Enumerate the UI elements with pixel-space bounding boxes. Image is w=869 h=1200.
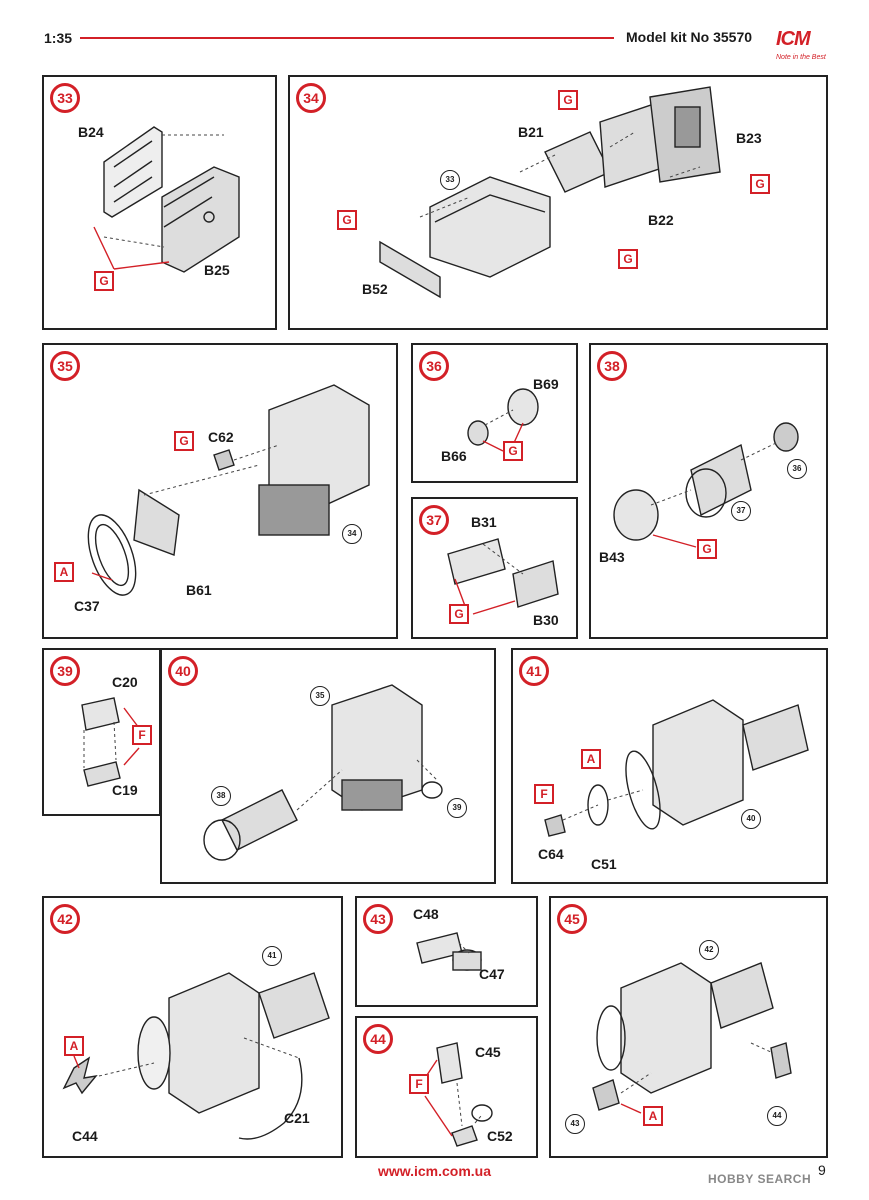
step-36-drawing xyxy=(467,388,539,452)
part-c48: C48 xyxy=(413,906,439,922)
step-33-number: 33 xyxy=(50,83,80,113)
step-41-number: 41 xyxy=(519,656,549,686)
part-b52: B52 xyxy=(362,281,388,297)
part-c45: C45 xyxy=(475,1044,501,1060)
step-43-panel: 43 C48 C47 xyxy=(355,896,538,1007)
page-number: 9 xyxy=(818,1162,826,1178)
glue-tag-a: A xyxy=(54,562,74,582)
step-40-number: 40 xyxy=(168,656,198,686)
ref-step-33: 33 xyxy=(440,170,460,190)
part-c20: C20 xyxy=(112,674,138,690)
step-42-number: 42 xyxy=(50,904,80,934)
step-43-drawing xyxy=(416,932,482,971)
step-45-drawing xyxy=(592,962,792,1114)
step-36-number: 36 xyxy=(419,351,449,381)
glue-tag-g: G xyxy=(503,441,523,461)
ref-step-37: 37 xyxy=(731,501,751,521)
step-34-drawing xyxy=(379,86,721,299)
logo-tagline: Note in the Best xyxy=(776,54,826,61)
step-39-panel: 39 C20 C19 F xyxy=(42,648,161,816)
header-rule xyxy=(80,37,614,39)
glue-tag-g-4: G xyxy=(337,210,357,230)
step-38-drawing xyxy=(613,422,799,548)
step-34-number: 34 xyxy=(296,83,326,113)
step-33-drawing xyxy=(93,126,240,273)
step-40-drawing xyxy=(203,684,443,861)
part-c64: C64 xyxy=(538,846,564,862)
ref-step-34: 34 xyxy=(342,524,362,544)
ref-step-41: 41 xyxy=(262,946,282,966)
part-b31: B31 xyxy=(471,514,497,530)
scale-label: 1:35 xyxy=(44,30,73,46)
part-b21: B21 xyxy=(518,124,544,140)
glue-tag-g-2: G xyxy=(750,174,770,194)
step-42-panel: 42 41 A C44 C21 xyxy=(42,896,343,1158)
ref-step-44: 44 xyxy=(767,1106,787,1126)
ref-step-38: 38 xyxy=(211,786,231,806)
step-43-number: 43 xyxy=(363,904,393,934)
glue-tag-g: G xyxy=(174,431,194,451)
ref-step-43: 43 xyxy=(565,1114,585,1134)
part-b22: B22 xyxy=(648,212,674,228)
step-35-panel: 35 C62 B61 C37 G A 34 xyxy=(42,343,398,639)
step-33-panel: 33 B24 B25 G xyxy=(42,75,277,330)
step-38-panel: 38 36 37 B43 G xyxy=(589,343,828,639)
ref-step-36: 36 xyxy=(787,459,807,479)
part-c51: C51 xyxy=(591,856,617,872)
glue-tag-f: F xyxy=(409,1074,429,1094)
step-41-panel: 41 A F C64 C51 40 xyxy=(511,648,828,884)
step-44-panel: 44 C45 C52 F xyxy=(355,1016,538,1158)
step-37-panel: 37 B31 B30 G xyxy=(411,497,578,639)
step-37-number: 37 xyxy=(419,505,449,535)
step-34-panel: 34 33 B21 B23 B22 B52 G G G G xyxy=(288,75,828,330)
step-35-number: 35 xyxy=(50,351,80,381)
part-b24: B24 xyxy=(78,124,104,140)
step-40-panel: 40 35 38 39 xyxy=(160,648,496,884)
part-b25: B25 xyxy=(204,262,230,278)
kit-number: Model kit No 35570 xyxy=(626,29,753,45)
part-c62: C62 xyxy=(208,429,234,445)
ref-step-35: 35 xyxy=(310,686,330,706)
glue-tag-a: A xyxy=(64,1036,84,1056)
glue-tag-a: A xyxy=(581,749,601,769)
part-c52: C52 xyxy=(487,1128,513,1144)
step-41-drawing xyxy=(544,699,809,837)
logo-word: ICM xyxy=(776,28,811,50)
part-c47: C47 xyxy=(479,966,505,982)
step-44-drawing xyxy=(424,1042,493,1147)
glue-tag-g: G xyxy=(94,271,114,291)
part-b30: B30 xyxy=(533,612,559,628)
step-45-panel: 45 42 43 44 A xyxy=(549,896,828,1158)
part-b61: B61 xyxy=(186,582,212,598)
step-36-panel: 36 B69 B66 G xyxy=(411,343,578,483)
glue-tag-f: F xyxy=(534,784,554,804)
footer-url[interactable]: www.icm.com.ua xyxy=(377,1163,492,1179)
part-c44: C44 xyxy=(72,1128,98,1144)
hobby-search-watermark: HOBBY SEARCH xyxy=(708,1172,812,1186)
glue-tag-g: G xyxy=(697,539,717,559)
ref-step-42: 42 xyxy=(699,940,719,960)
glue-tag-g-1: G xyxy=(558,90,578,110)
part-b43: B43 xyxy=(599,549,625,565)
glue-tag-g-3: G xyxy=(618,249,638,269)
step-42-drawing xyxy=(62,972,330,1140)
icm-logo: ICM Note in the Best xyxy=(770,22,830,66)
step-39-drawing xyxy=(81,697,140,787)
glue-tag-a: A xyxy=(643,1106,663,1126)
part-c21: C21 xyxy=(284,1110,310,1126)
step-38-number: 38 xyxy=(597,351,627,381)
part-b66: B66 xyxy=(441,448,467,464)
step-39-number: 39 xyxy=(50,656,80,686)
step-45-number: 45 xyxy=(557,904,587,934)
part-b69: B69 xyxy=(533,376,559,392)
ref-step-39: 39 xyxy=(447,798,467,818)
ref-step-40: 40 xyxy=(741,809,761,829)
glue-tag-g: G xyxy=(449,604,469,624)
part-c37: C37 xyxy=(74,598,100,614)
glue-tag-f: F xyxy=(132,725,152,745)
part-c19: C19 xyxy=(112,782,138,798)
part-b23: B23 xyxy=(736,130,762,146)
step-44-number: 44 xyxy=(363,1024,393,1054)
step-35-drawing xyxy=(87,384,370,596)
